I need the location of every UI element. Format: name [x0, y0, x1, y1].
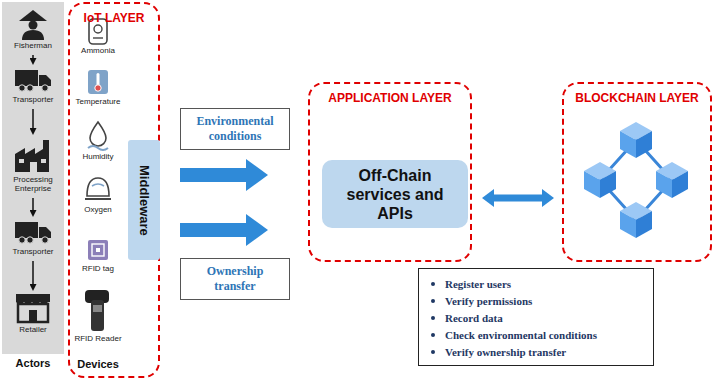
- layer-title: IoT LAYER: [70, 4, 158, 25]
- factory-icon: [15, 140, 49, 172]
- flow-arrow: [32, 109, 34, 128]
- truck-icon: [15, 70, 51, 91]
- device-label: Temperature: [63, 97, 133, 106]
- list-item-text: Verify ownership transfer: [445, 346, 566, 358]
- layer-region: APPLICATION LAYER Off-Chain services and …: [308, 82, 472, 262]
- device-label: Ammonia: [63, 46, 133, 55]
- bullet-dot: [431, 299, 435, 303]
- node-text: Fisherman: [4, 41, 62, 52]
- temperature-sensor-icon: [88, 70, 108, 94]
- flow-arrow: [32, 198, 34, 210]
- device-label: Humidity: [63, 152, 133, 161]
- list-item-text: Record data: [445, 312, 503, 324]
- flow-label-box: Ownership transfer: [180, 258, 290, 300]
- actor-node: Transporter: [4, 68, 62, 106]
- bullet-row: Register users: [427, 275, 645, 292]
- actors-band: ActorsFishermanTransporterProcessing Ent…: [2, 2, 64, 354]
- data-flow-arrow: [180, 223, 246, 237]
- device-label: RFID Reader: [63, 334, 133, 343]
- function-list-box: Register usersVerify permissionsRecord d…: [418, 268, 654, 366]
- data-flow-arrow: [494, 195, 542, 202]
- fisherman-icon: [19, 10, 47, 40]
- node-text: Retailer: [4, 325, 62, 336]
- bullet-dot: [431, 350, 435, 354]
- list-item-text: Verify permissions: [445, 295, 532, 307]
- device-label: Oxygen: [63, 205, 133, 214]
- node-text: Transporter: [4, 247, 62, 258]
- actor-node: Retailer: [4, 294, 62, 336]
- node-text: Processing Enterprise: [4, 175, 62, 195]
- bullet-row: Verify permissions: [427, 292, 645, 309]
- list-item-text: Register users: [445, 278, 511, 290]
- layer-title: BLOCKCHAIN LAYER: [564, 84, 710, 105]
- humidity-sensor-icon: [88, 122, 108, 150]
- flow-label-box: Environmental conditions: [180, 108, 290, 150]
- column-heading: Devices: [63, 358, 133, 371]
- service-box: Off-Chain services and APIs: [322, 160, 468, 228]
- node-text: Transporter: [4, 95, 62, 106]
- node-text: Environmental conditions: [186, 114, 284, 144]
- node-text: Off-Chain services and APIs: [328, 166, 462, 223]
- truck-icon: [15, 222, 51, 243]
- layer-region: IoT LAYER Middleware: [68, 2, 160, 378]
- bullet-row: Verify ownership transfer: [427, 343, 645, 360]
- data-flow-arrow: [180, 168, 246, 182]
- layer-title: APPLICATION LAYER: [310, 84, 470, 105]
- bullet-row: Record data: [427, 309, 645, 326]
- node-text: Middleware: [135, 161, 154, 240]
- device-label: RFID tag: [63, 264, 133, 273]
- rfid-tag-icon: [88, 240, 108, 260]
- actor-node: Processing Enterprise: [4, 138, 62, 195]
- rfid-reader-icon: [85, 290, 109, 331]
- node-text: Ownership transfer: [186, 264, 284, 294]
- layer-region: BLOCKCHAIN LAYER: [562, 82, 712, 262]
- column-heading: Actors: [2, 357, 64, 369]
- middleware-box: Middleware: [128, 140, 160, 260]
- actors-band-ground: [2, 2, 64, 354]
- flow-arrow: [32, 261, 34, 284]
- actor-node: Transporter: [4, 220, 62, 258]
- bullet-dot: [431, 316, 435, 320]
- store-icon: [16, 294, 50, 322]
- oxygen-sensor-icon: [85, 178, 111, 199]
- list-item-text: Check environmental conditions: [445, 329, 597, 341]
- bullet-row: Check environmental conditions: [427, 326, 645, 343]
- bullet-dot: [431, 282, 435, 286]
- flow-arrow: [32, 55, 34, 58]
- actor-node: Fisherman: [4, 10, 62, 52]
- blockchain-icon: [584, 122, 688, 238]
- bullet-dot: [431, 333, 435, 337]
